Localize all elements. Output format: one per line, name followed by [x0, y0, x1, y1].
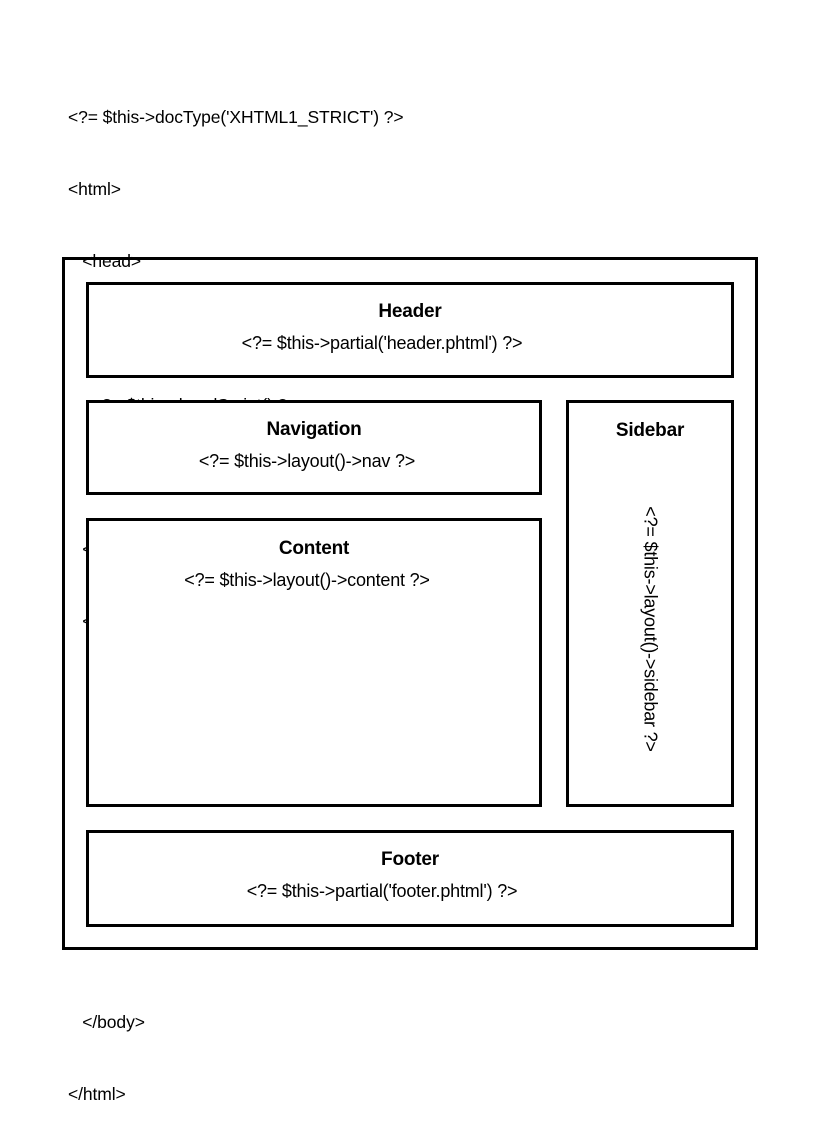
region-sidebar-code: <?= $this->layout()->sidebar ?>	[640, 506, 661, 752]
region-navigation-code: <?= $this->layout()->nav ?>	[198, 451, 416, 471]
region-header: Header <?= $this->partial('header.phtml'…	[86, 282, 734, 378]
body-frame	[62, 257, 758, 950]
region-navigation-title: Navigation	[266, 419, 362, 440]
region-sidebar: Sidebar <?= $this->layout()->sidebar ?>	[566, 400, 734, 807]
region-content-title: Content	[278, 538, 350, 559]
region-navigation: Navigation <?= $this->layout()->nav ?>	[86, 400, 542, 495]
code-line-html-close: </html>	[68, 1084, 126, 1104]
region-footer: Footer <?= $this->partial('footer.phtml'…	[86, 830, 734, 927]
code-line-body-close: </body>	[68, 1012, 145, 1032]
region-footer-title: Footer	[381, 849, 439, 870]
bottom-code-listing: </body> </html>	[68, 962, 145, 1130]
code-line-html-open: <html>	[68, 179, 121, 199]
region-footer-code: <?= $this->partial('footer.phtml') ?>	[246, 881, 518, 901]
code-line-head-open: <head>	[68, 251, 142, 271]
region-content-code: <?= $this->layout()->content ?>	[184, 570, 430, 590]
region-sidebar-title: Sidebar	[615, 420, 685, 441]
code-line-doctype: <?= $this->docType('XHTML1_STRICT') ?>	[68, 107, 404, 127]
region-header-title: Header	[378, 301, 442, 322]
region-content: Content <?= $this->layout()->content ?>	[86, 518, 542, 807]
region-header-code: <?= $this->partial('header.phtml') ?>	[241, 333, 523, 353]
region-sidebar-code-wrap: <?= $this->layout()->sidebar ?>	[569, 455, 731, 803]
